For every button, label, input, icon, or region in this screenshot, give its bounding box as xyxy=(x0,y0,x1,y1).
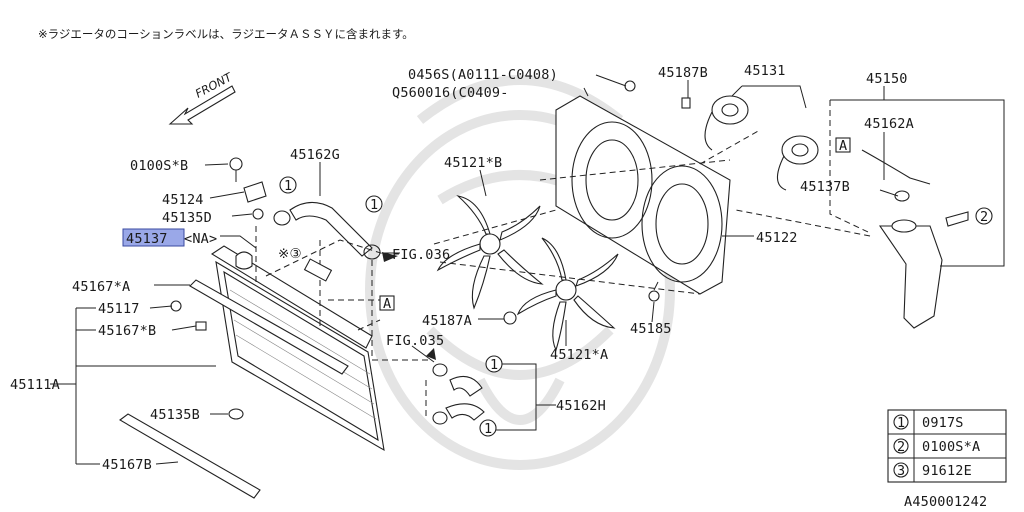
fan-motor-lower xyxy=(776,135,819,191)
legend-row-2: 2 0100S*A xyxy=(893,438,980,455)
label-fig035[interactable]: FIG.035 xyxy=(386,333,444,349)
label-45162h[interactable]: 45162H xyxy=(556,398,606,414)
svg-text:1: 1 xyxy=(284,178,292,194)
label-45137b[interactable]: 45137B xyxy=(800,179,850,195)
label-45185[interactable]: 45185 xyxy=(630,321,672,337)
bolt-45185 xyxy=(648,281,660,302)
label-45135d[interactable]: 45135D xyxy=(162,210,212,226)
svg-text:0100S*A: 0100S*A xyxy=(922,439,980,455)
svg-text:A: A xyxy=(839,138,847,154)
radiator-assembly xyxy=(119,245,385,499)
diagram-id: A450001242 xyxy=(904,494,987,510)
svg-text:2: 2 xyxy=(897,439,905,455)
fig036-arrow-icon xyxy=(382,252,398,262)
fig035-arrow-icon xyxy=(426,348,436,360)
clip-45167b xyxy=(195,321,207,331)
label-45167b-star[interactable]: 45167*B xyxy=(98,323,156,339)
ref-box-a-2: A xyxy=(835,137,851,154)
label-45135b[interactable]: 45135B xyxy=(150,407,200,423)
label-45187a[interactable]: 45187A xyxy=(422,313,472,329)
leader-lines xyxy=(50,74,1005,465)
svg-text:3: 3 xyxy=(897,463,905,479)
label-45162g[interactable]: 45162G xyxy=(290,147,340,163)
fan-blade-45121a xyxy=(516,237,619,352)
svg-text:91612E: 91612E xyxy=(922,463,972,479)
label-45167a[interactable]: 45167*A xyxy=(72,279,130,295)
label-45122[interactable]: 45122 xyxy=(756,230,798,246)
svg-text:1: 1 xyxy=(490,357,498,373)
label-45131[interactable]: 45131 xyxy=(744,63,786,79)
legend-row-1: 1 0917S xyxy=(893,414,964,431)
svg-text:1: 1 xyxy=(484,421,492,437)
label-45167b[interactable]: 45167B xyxy=(102,457,152,473)
svg-text:<NA>: <NA> xyxy=(184,231,217,247)
callout-circle-1-c: 1 xyxy=(485,355,503,373)
label-0100sb[interactable]: 0100S*B xyxy=(130,158,188,174)
bracket-45124 xyxy=(243,181,267,203)
svg-text:1: 1 xyxy=(897,415,905,431)
label-fig036[interactable]: FIG.036 xyxy=(392,247,450,263)
fan-shroud xyxy=(555,95,731,295)
svg-text:A: A xyxy=(383,296,391,312)
legend-row-3: 3 91612E xyxy=(893,462,972,479)
callout-circle-1-b: 1 xyxy=(365,195,383,213)
label-45111a[interactable]: 45111A xyxy=(10,377,60,393)
svg-text:1: 1 xyxy=(370,197,378,213)
label-ref3[interactable]: ※③ xyxy=(278,246,302,262)
label-45124[interactable]: 45124 xyxy=(162,192,204,208)
clip-45187b xyxy=(681,97,691,109)
callout-circle-1-a: 1 xyxy=(279,176,297,194)
label-45187b[interactable]: 45187B xyxy=(658,65,708,81)
label-45137na[interactable]: 45137 <NA> xyxy=(122,228,217,247)
bolt-0456s xyxy=(624,80,636,92)
svg-text:2: 2 xyxy=(980,209,988,225)
legend-table: 1 0917S 2 0100S*A 3 91612E xyxy=(887,409,1007,483)
label-45162a[interactable]: 45162A xyxy=(864,116,914,132)
grommet-45117 xyxy=(170,300,182,312)
label-45121a[interactable]: 45121*A xyxy=(550,347,608,363)
fan-blade-45121b xyxy=(436,195,544,310)
callout-circle-2: 2 xyxy=(975,207,993,225)
upper-hose-45162g xyxy=(273,201,381,260)
front-arrow-icon: FRONT xyxy=(168,69,236,125)
bolt-0100sb xyxy=(229,157,243,182)
label-45117[interactable]: 45117 xyxy=(98,301,140,317)
reservoir-tank xyxy=(861,149,943,329)
fan-motor-upper xyxy=(704,95,749,151)
callout-circle-1-d: 1 xyxy=(479,419,497,437)
label-q560016[interactable]: Q560016(C0409- xyxy=(392,85,509,101)
label-0456s[interactable]: 0456S(A0111-C0408) xyxy=(408,67,558,83)
assembly-dash-lines xyxy=(255,100,871,420)
caution-label-sticker xyxy=(303,258,333,282)
ref-box-a-1: A xyxy=(379,295,395,312)
caution-label-note: ※ラジエータのコーションラベルは、ラジエータＡＳＳＹに含まれます。 xyxy=(38,27,414,41)
highlight-box xyxy=(122,228,185,247)
label-45121b[interactable]: 45121*B xyxy=(444,155,502,171)
svg-text:45137: 45137 xyxy=(126,231,168,247)
lower-hose-45162h xyxy=(432,363,485,425)
nut-45187a xyxy=(503,311,517,325)
label-45150[interactable]: 45150 xyxy=(866,71,908,87)
bolt-circle2 xyxy=(945,211,969,227)
cushion-45135d xyxy=(252,208,264,220)
svg-text:0917S: 0917S xyxy=(922,415,964,431)
